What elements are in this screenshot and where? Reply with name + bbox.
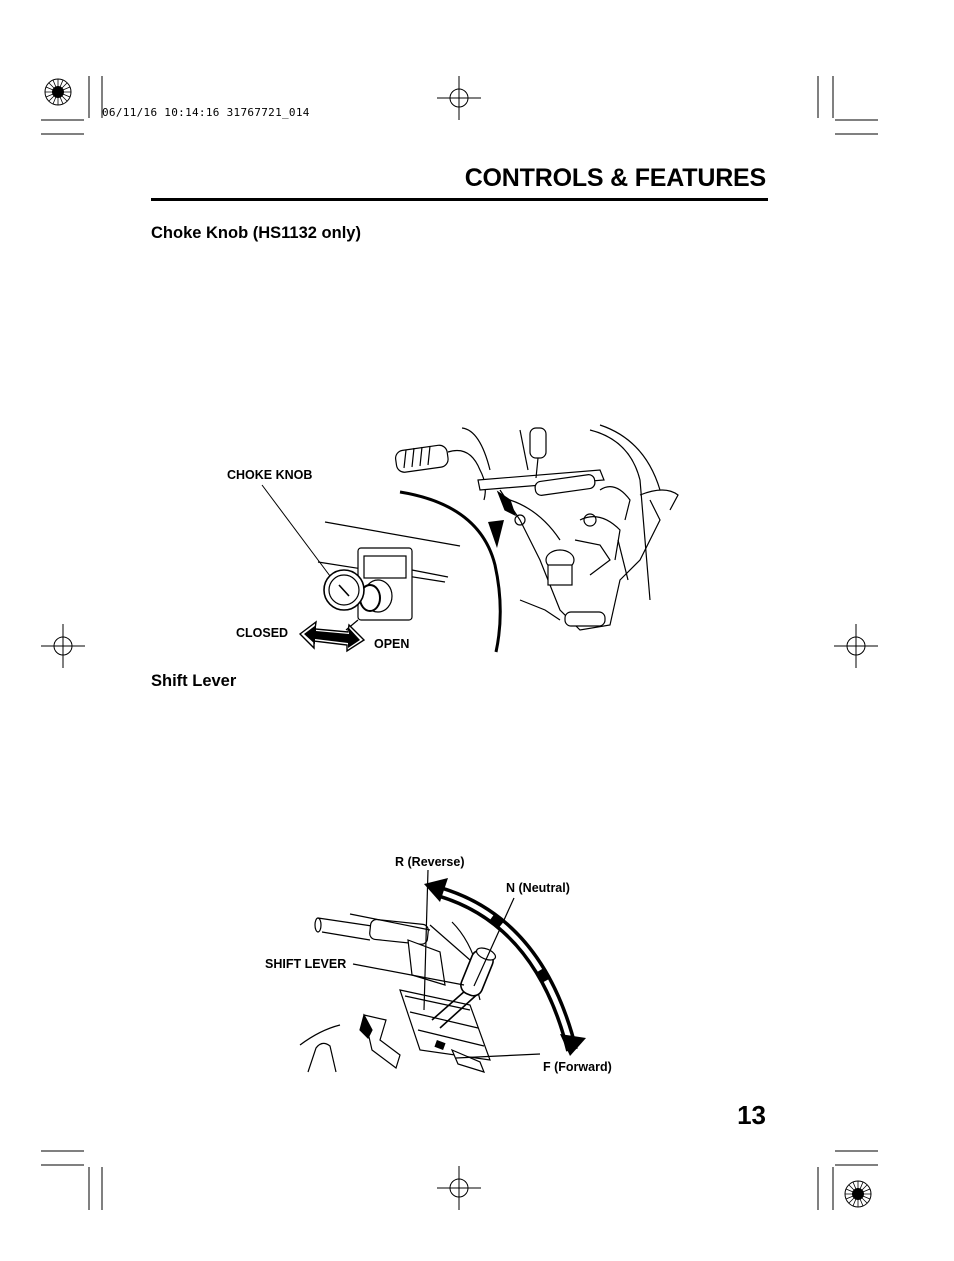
choke-knob-heading: Choke Knob (HS1132 only) <box>151 224 361 242</box>
registration-starburst-icon <box>44 78 72 106</box>
crosshair-icon <box>437 1166 481 1210</box>
closed-label: CLOSED <box>236 626 289 640</box>
crop-marks <box>41 76 878 1210</box>
neutral-label: N (Neutral) <box>506 881 570 895</box>
registration-starburst-icon <box>844 1180 872 1208</box>
crosshair-icon <box>41 624 85 668</box>
page-number: 13 <box>737 1100 766 1130</box>
crosshair-icon <box>834 624 878 668</box>
reverse-label: R (Reverse) <box>395 855 465 869</box>
crosshair-icon <box>437 76 481 120</box>
shift-lever-heading: Shift Lever <box>151 672 237 690</box>
shift-direction-arrow-icon <box>424 878 586 1056</box>
title-divider <box>151 198 768 201</box>
direction-double-arrow-icon <box>298 620 366 653</box>
choke-knob-label: CHOKE KNOB <box>227 468 313 482</box>
open-label: OPEN <box>374 637 410 651</box>
forward-label: F (Forward) <box>543 1060 612 1074</box>
page-title: CONTROLS & FEATURES <box>464 164 766 192</box>
shift-lever-label: SHIFT LEVER <box>265 957 347 971</box>
print-timestamp: 06/11/16 10:14:16 31767721_014 <box>102 106 310 119</box>
